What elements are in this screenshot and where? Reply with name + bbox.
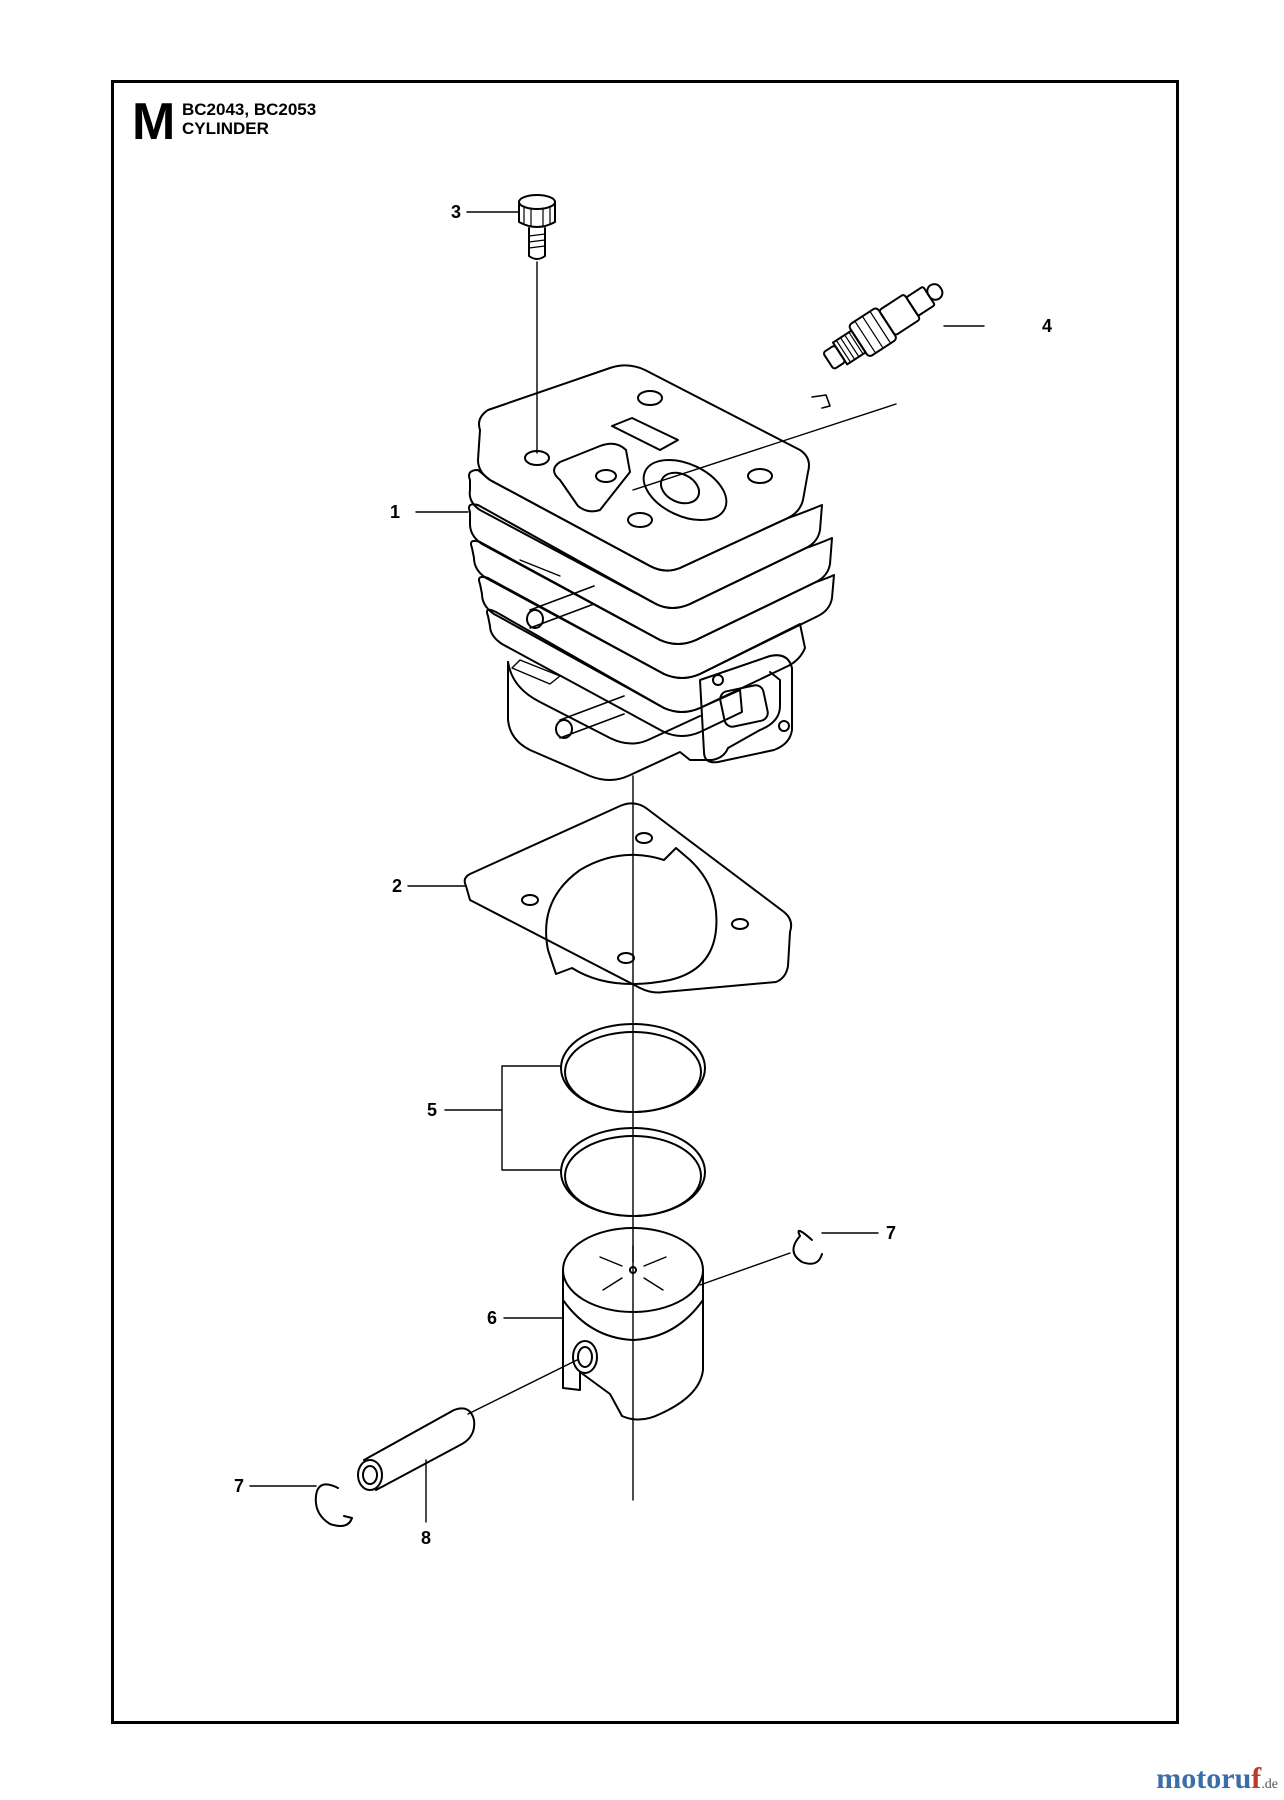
- piston-pin-part: [357, 1407, 476, 1491]
- section-letter: M: [132, 93, 176, 151]
- callout-7-right: 7: [886, 1223, 896, 1243]
- assembly-axis-lines: [467, 261, 897, 1501]
- section-title: CYLINDER: [182, 119, 269, 138]
- cylinder-gasket-part: [463, 802, 793, 994]
- cylinder-part: [468, 364, 835, 781]
- model-numbers: BC2043, BC2053: [182, 100, 317, 119]
- watermark-accent: f: [1251, 1762, 1262, 1795]
- callout-1: 1: [390, 502, 400, 522]
- bolt-part: [518, 194, 556, 260]
- callout-4: 4: [1042, 316, 1052, 336]
- circlip-part-right: [792, 1229, 823, 1265]
- leader-5: [444, 1065, 562, 1171]
- callout-7-left: 7: [234, 1476, 244, 1496]
- callout-8: 8: [421, 1528, 431, 1548]
- axis-pin: [467, 1359, 578, 1415]
- circlip-part-left: [314, 1483, 353, 1527]
- diagram-frame: [111, 80, 1179, 1724]
- callout-2: 2: [392, 876, 402, 896]
- watermark-tld: .de: [1261, 1777, 1278, 1792]
- callout-6: 6: [487, 1308, 497, 1328]
- piston-part: [562, 1227, 704, 1421]
- watermark-main: motoru: [1156, 1762, 1252, 1795]
- axis-spark-plug: [632, 403, 897, 491]
- piston-rings-part: [560, 1023, 706, 1217]
- axis-clip-right: [699, 1252, 791, 1286]
- watermark-logo: motoruf.de: [1156, 1762, 1278, 1796]
- spark-plug-part: [811, 283, 944, 409]
- leader-lines: [249, 211, 985, 1523]
- callout-3: 3: [451, 202, 461, 222]
- callout-5: 5: [427, 1100, 437, 1120]
